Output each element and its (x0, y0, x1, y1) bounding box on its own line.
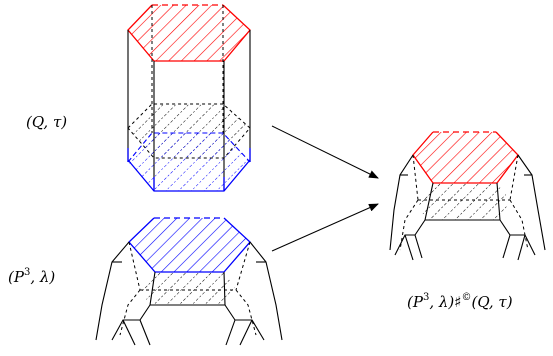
top-face-red (128, 5, 250, 61)
polytope-result (389, 131, 546, 261)
bottom-face-blue-back-edges (127, 132, 251, 163)
arrow-bottom (271, 203, 379, 252)
top-face-red-front-edges (127, 4, 251, 62)
p3-hidden-edges (119, 241, 257, 336)
p3-top-face-blue (129, 218, 250, 272)
polytope-p3-lambda (95, 217, 283, 346)
prism-q-tau (127, 4, 251, 192)
bottom-face-blue (128, 133, 250, 191)
p3-outer-edges (95, 241, 283, 346)
label-p3-lambda: (P3, λ) (8, 267, 55, 286)
bottom-face-blue-front-edges (127, 159, 251, 192)
arrow-top (271, 125, 379, 179)
label-result: (P3, λ)♯©(Q, τ) (407, 292, 513, 311)
result-middle-band (418, 183, 510, 220)
label-q-tau: (Q, τ) (26, 113, 67, 131)
result-outer-edges (389, 154, 546, 261)
result-hidden-edges (399, 154, 529, 251)
p3-middle-band (140, 272, 236, 305)
result-top-face-red (413, 132, 518, 183)
